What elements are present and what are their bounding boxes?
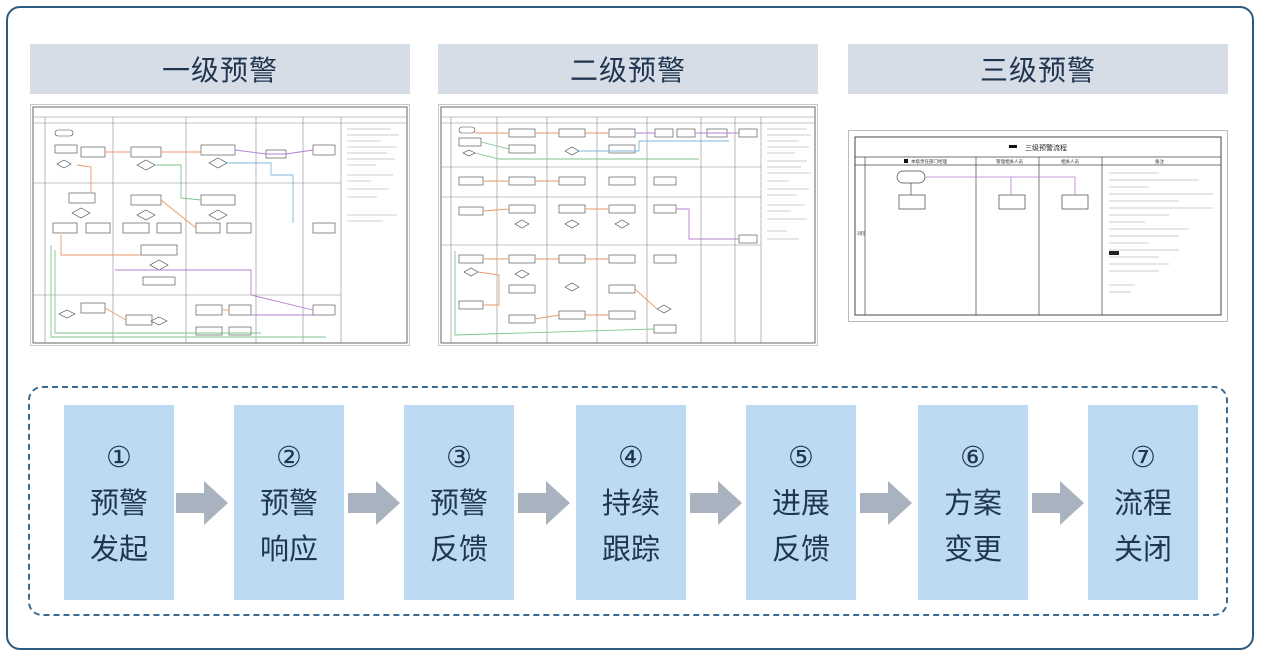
step-7-label-line2: 关闭 xyxy=(1113,531,1172,566)
level-2-flowchart-thumbnail xyxy=(438,104,818,346)
level-2-title: 二级预警 xyxy=(569,54,686,87)
step-2-label-line2: 响应 xyxy=(259,531,318,566)
step-2-number: ② xyxy=(276,439,302,474)
level-3-col-4-label: 备注 xyxy=(1155,158,1164,165)
level-2-header: 二级预警 xyxy=(438,44,818,94)
level-3-col-3-label: 相关人员 xyxy=(1061,158,1079,165)
step-1-label-line2: 发起 xyxy=(89,531,148,566)
step-1-box: ① 预警 发起 xyxy=(64,405,174,600)
step-7-number: ⑦ xyxy=(1130,439,1156,474)
step-6-box: ⑥ 方案 变更 xyxy=(918,405,1028,600)
step-3-label-line2: 反馈 xyxy=(429,531,488,566)
level-3-thumbnail-title: 三级预警流程 xyxy=(1025,143,1067,152)
step-4-label-line2: 跟踪 xyxy=(601,531,660,566)
step-5-label-line1: 进展 xyxy=(771,485,830,520)
step-4-number: ④ xyxy=(618,439,644,474)
arrow-right-icon xyxy=(690,481,742,525)
step-3-number: ③ xyxy=(446,439,472,474)
step-5-box: ⑤ 进展 反馈 xyxy=(746,405,856,600)
arrow-right-icon xyxy=(176,481,228,525)
arrow-right-icon xyxy=(348,481,400,525)
level-1-title: 一级预警 xyxy=(161,54,278,87)
step-7-box: ⑦ 流程 关闭 xyxy=(1088,405,1198,600)
step-3-box: ③ 预警 反馈 xyxy=(404,405,514,600)
level-3-header: 三级预警 xyxy=(848,44,1228,94)
arrow-right-icon xyxy=(1032,481,1084,525)
arrow-right-icon xyxy=(860,481,912,525)
step-4-label-line1: 持续 xyxy=(601,485,660,520)
step-5-label-line2: 反馈 xyxy=(771,531,830,566)
level-1-header: 一级预警 xyxy=(30,44,410,94)
level-1-flowchart-thumbnail xyxy=(30,104,410,346)
level-3-title: 三级预警 xyxy=(979,54,1096,87)
step-6-label-line2: 变更 xyxy=(943,531,1002,566)
step-4-box: ④ 持续 跟踪 xyxy=(576,405,686,600)
process-steps-container xyxy=(28,386,1228,616)
level-3-row-label: 三级 预警 管理 xyxy=(857,230,865,237)
step-7-label-line1: 流程 xyxy=(1113,485,1172,520)
step-2-label-line1: 预警 xyxy=(259,485,318,520)
level-3-col-2-label: 管理相关人员 xyxy=(996,158,1023,165)
step-3-label-line1: 预警 xyxy=(429,485,488,520)
arrow-right-icon xyxy=(518,481,570,525)
step-1-number: ① xyxy=(106,439,132,474)
step-2-box: ② 预警 响应 xyxy=(234,405,344,600)
step-5-number: ⑤ xyxy=(788,439,814,474)
step-1-label-line1: 预警 xyxy=(89,485,148,520)
level-3-flowchart-thumbnail: 三级预警流程 本级责任部门经理 管理相关人员 相关人员 备注 三级 预警 管理 xyxy=(848,130,1228,322)
step-6-label-line1: 方案 xyxy=(943,485,1002,520)
level-3-col-1-label: 本级责任部门经理 xyxy=(911,158,947,165)
step-6-number: ⑥ xyxy=(960,439,986,474)
outer-frame xyxy=(6,6,1254,650)
